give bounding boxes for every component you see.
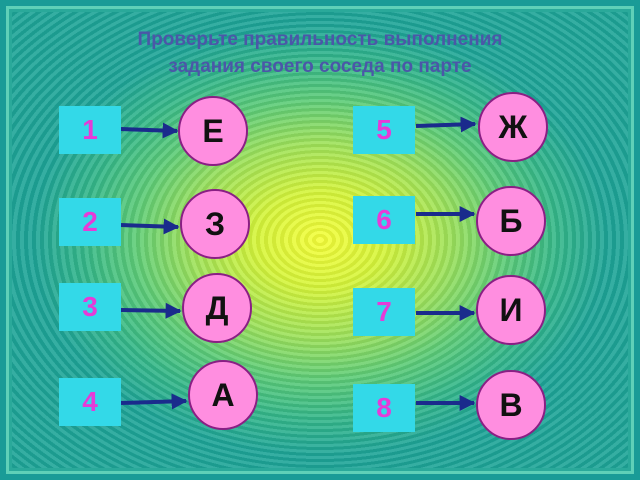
number-box-1: 1 — [59, 106, 121, 154]
letter-circle-3: Д — [182, 273, 252, 343]
number-box-4: 4 — [59, 378, 121, 426]
letter-circle-1: Е — [178, 96, 248, 166]
slide-title: Проверьте правильность выполнения задани… — [40, 26, 600, 80]
title-line-1: Проверьте правильность выполнения — [137, 29, 503, 50]
title-line-2: задания своего соседа по парте — [168, 56, 472, 77]
arrow-3 — [120, 302, 182, 319]
arrow-1 — [120, 122, 179, 139]
letter-circle-6: Б — [476, 186, 546, 256]
arrow-2 — [120, 218, 180, 235]
number-box-8: 8 — [353, 384, 415, 432]
letter-circle-5: Ж — [478, 92, 548, 162]
number-box-6: 6 — [353, 196, 415, 244]
letter-circle-2: З — [180, 189, 250, 259]
number-box-7: 7 — [353, 288, 415, 336]
letter-circle-4: А — [188, 360, 258, 430]
arrow-5 — [415, 116, 477, 133]
arrow-4 — [120, 393, 188, 410]
number-box-3: 3 — [59, 283, 121, 331]
letter-circle-7: И — [476, 275, 546, 345]
number-box-5: 5 — [353, 106, 415, 154]
number-box-2: 2 — [59, 198, 121, 246]
letter-circle-8: В — [476, 370, 546, 440]
